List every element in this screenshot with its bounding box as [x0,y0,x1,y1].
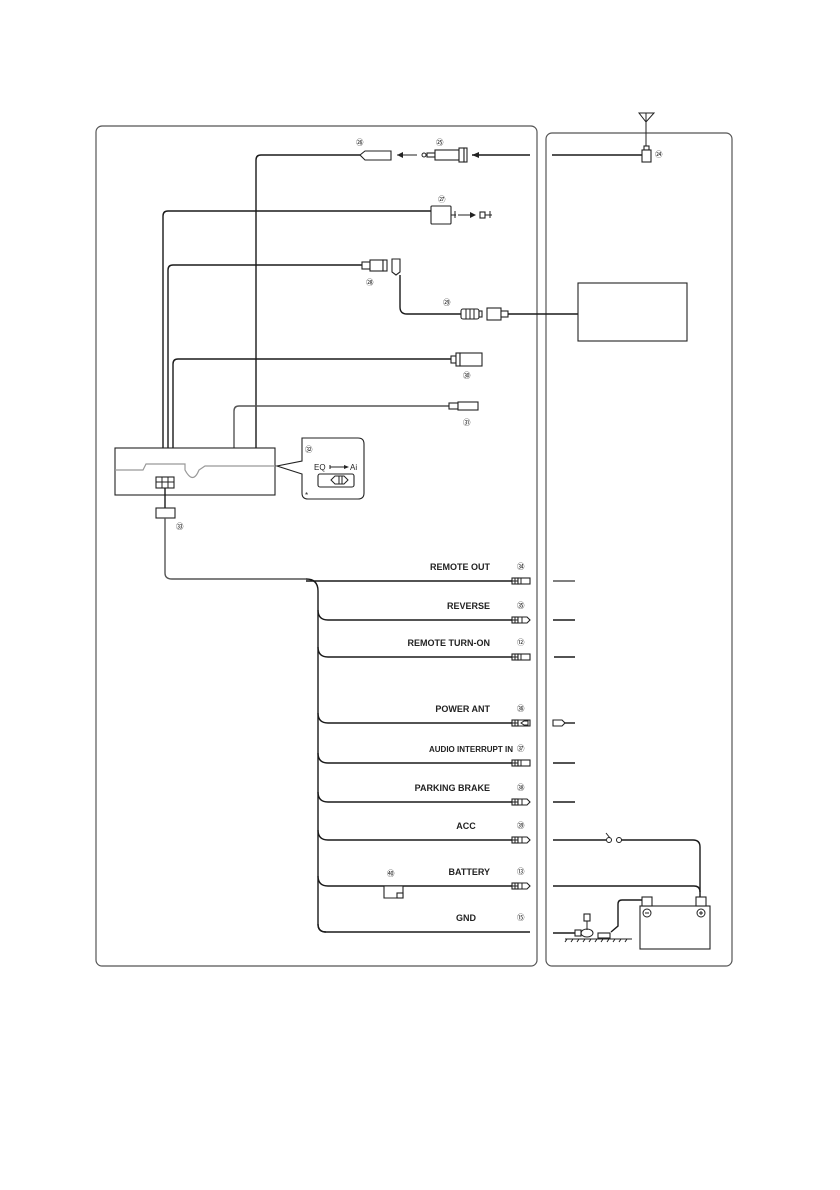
battery-positive-icon [696,908,706,918]
jack-31: ㉛ [233,401,479,472]
callout-24: ㉔ [655,150,663,159]
spade-connector-icon [511,653,531,661]
switch-callout-32: ㉜ EQ Ai * [274,437,365,500]
lead-callout-number: ㉟ [517,601,525,610]
lead-callout-number: ㉞ [517,562,525,571]
callout-40: ㊵ [387,869,395,878]
vehicle-side [552,580,711,950]
lead-callout-number: ⑫ [517,638,525,647]
callout-28: ㉘ [366,278,374,287]
harness-trunk [305,578,327,933]
battery-icon [610,896,711,950]
lead-callout-number: ㊱ [517,704,525,713]
asterisk-note: * [305,491,308,500]
spade-connector-icon [511,836,531,844]
external-device-box [577,282,688,342]
vehicle-wire-battery [553,885,701,893]
callout-26: ㉖ [356,138,364,147]
vehicle-antenna-24 [637,112,656,163]
antenna-chain: ㉖ ㉕ ㉔ [255,112,663,463]
callout-29: ㉙ [443,298,451,307]
arrow-left-icon [397,152,417,158]
lead-power-ant: POWER ANT ㊱ [317,704,531,727]
lead-label: POWER ANT [435,704,490,714]
lead-label: BATTERY [449,867,491,877]
spade-connector-icon [511,577,531,585]
spade-connector-icon [511,719,531,727]
harness-33: ㉝ [155,488,306,580]
lead-label: PARKING BRAKE [415,783,490,793]
spade-connector-icon [511,882,531,890]
lead-remote-turn-on: REMOTE TURN-ON ⑫ [317,638,531,661]
arrow-left-icon [472,152,530,158]
connector-27: ㉗ [162,195,492,463]
callout-32: ㉜ [305,445,313,454]
ignition-switch-icon [553,832,701,897]
callout-31: ㉛ [463,418,471,427]
antenna-adapter-25 [421,147,468,163]
power-ant-plug-icon [552,719,575,727]
callout-30: ㉚ [463,371,471,380]
spade-connector-icon [511,759,531,767]
unit-panel-frame [95,125,538,967]
lead-list: REMOTE OUT ㉞ REVERSE ㉟ REMOTE TURN-ON ⑫ POWER … [306,562,531,933]
jack-30: ㉚ [172,352,483,463]
rca-connector-28-29: ㉘ ㉙ [167,258,578,463]
vehicle-panel-frame [545,132,733,967]
lead-callout-number: ㊴ [517,821,525,830]
lead-audio-interrupt-in: AUDIO INTERRUPT IN ㊲ [317,744,531,767]
lead-callout-number: ㊲ [517,744,525,753]
antenna-plug-26 [359,150,392,161]
spade-connector-icon [511,798,531,806]
lead-label: ACC [456,821,476,831]
lead-label: REMOTE TURN-ON [408,638,491,648]
lead-reverse: REVERSE ㉟ [317,601,531,624]
arrow-right-icon [458,212,476,218]
lead-battery: BATTERY ⑬ [317,867,531,890]
fuse-holder-40: ㊵ [383,869,404,899]
callout-27: ㉗ [438,195,446,204]
head-unit-rear [114,447,276,496]
ai-label: Ai [350,463,357,472]
lead-label: REMOTE OUT [430,562,491,572]
lead-parking-brake: PARKING BRAKE ㊳ [317,783,531,806]
lead-label: GND [456,913,477,923]
chassis-ground-icon [553,913,632,943]
slider-knob-icon [330,475,349,485]
callout-25: ㉕ [436,138,444,147]
lead-callout-number: ㊳ [517,783,525,792]
lead-label: AUDIO INTERRUPT IN [429,745,513,754]
lead-gnd: GND ⑮ [317,913,530,933]
lead-label: REVERSE [447,601,490,611]
callout-33: ㉝ [176,522,184,531]
spade-connector-icon [511,616,531,624]
battery-negative-icon [642,908,652,918]
lead-callout-number: ⑮ [517,913,525,922]
lead-remote-out: REMOTE OUT ㉞ [306,562,531,585]
lead-acc: ACC ㊴ [317,821,531,844]
eq-label: EQ [314,463,326,472]
lead-callout-number: ⑬ [517,867,525,876]
